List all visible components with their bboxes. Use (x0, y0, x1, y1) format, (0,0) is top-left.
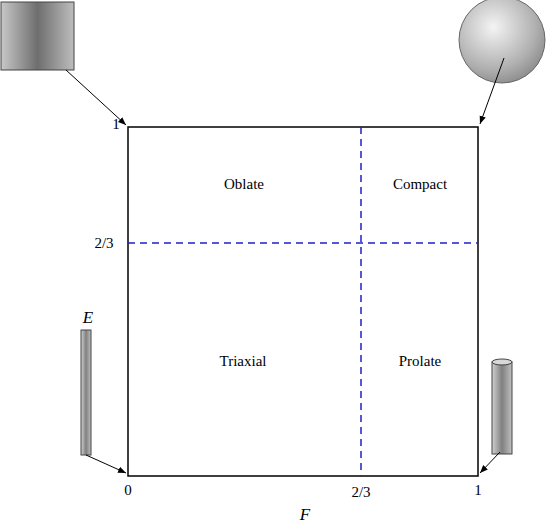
axis-tick: 1 (474, 482, 482, 499)
plot-frame (128, 127, 478, 476)
region-label: Oblate (224, 176, 264, 193)
region-label: Triaxial (220, 353, 267, 370)
cylinder-icon (492, 359, 512, 365)
leader-arrow (480, 58, 504, 124)
divider-line (360, 127, 362, 476)
plate-icon (1, 2, 74, 70)
axis-tick: 1 (112, 116, 120, 133)
axis-title: E (83, 309, 93, 328)
axis-tick: 0 (124, 482, 132, 499)
leader-arrow (480, 452, 500, 473)
axis-tick: 2/3 (94, 235, 113, 252)
rod-icon (81, 330, 91, 455)
cylinder-icon (492, 362, 512, 454)
axis-title: F (300, 506, 310, 525)
region-label: Compact (393, 176, 447, 193)
axis-tick: 2/3 (351, 484, 370, 501)
divider-line (128, 242, 478, 244)
sphere-icon (459, 0, 545, 83)
region-label: Prolate (399, 353, 442, 370)
leader-arrow (86, 455, 126, 473)
